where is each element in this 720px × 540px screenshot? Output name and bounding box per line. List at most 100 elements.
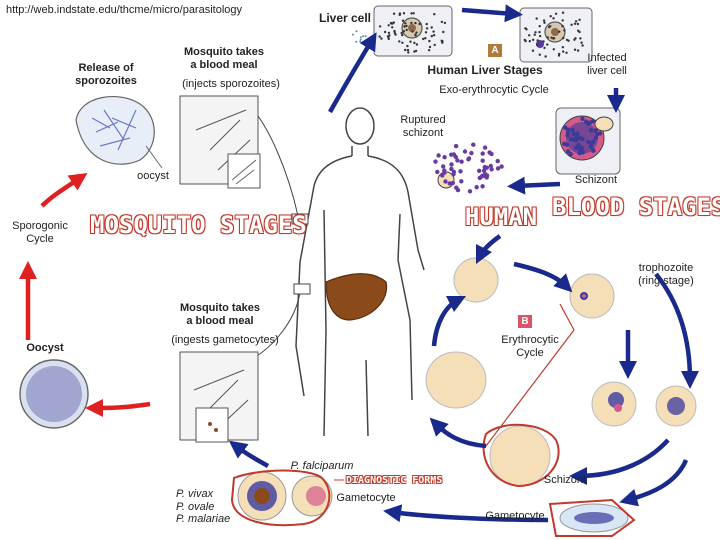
label-diagnostic-forms: DIAGNOSTIC FORMS [346,475,443,486]
label-mosquito-stages: MOSQUITO STAGES [90,211,307,239]
parasite-dot [542,19,546,22]
label-mosquito-meal-top: Mosquito takes a blood meal [183,46,265,71]
parasite-dot [410,21,413,25]
label-mosquito-meal-bottom: Mosquito takes a blood meal [179,302,261,327]
parasite-dot [402,30,405,33]
blood-trophozoite-2 [655,385,697,427]
parasite-dot [401,41,404,44]
parasite-dot [414,33,417,36]
parasite-dot [590,119,596,124]
parasite-dot [401,33,404,37]
label-trophozoite: trophozoite (ring stage) [638,262,694,287]
parasite-dot [563,29,566,32]
parasite-dot [570,127,575,133]
label-ruptured-schizont: Ruptured schizont [400,114,446,139]
parasite-dot [538,30,541,34]
parasite-dot [571,131,576,137]
parasite-dot [574,37,577,40]
parasite-dot [441,41,444,44]
parasite-dot [536,39,539,42]
mosquito-panel-bottom [179,351,259,443]
parasite-dot [568,137,574,142]
parasite-dot [499,164,504,169]
parasite-dot [538,34,542,38]
parasite-dot [554,12,558,15]
parasite-dot [404,48,407,52]
parasite-dot [565,133,570,138]
sporozoite-release-cell [75,96,163,169]
parasite-dot [580,41,583,44]
parasite-dot [398,40,401,43]
label-erythrocytic-cycle: Erythrocytic Cycle [501,334,559,359]
parasite-dot [414,49,418,53]
parasite-dot [424,37,427,40]
parasite-dot [481,168,487,173]
parasite-dot [398,12,402,15]
parasite-dot [561,19,564,22]
parasite-dot [450,180,455,186]
parasite-dot [449,166,454,172]
parasite-dot [433,43,436,47]
blood-rbc-healthy [453,257,499,303]
parasite-dot [471,142,476,147]
label-p-falciparum: P. falciparum [290,460,354,472]
parasite-dot [422,37,425,41]
parasite-dot [495,166,501,171]
parasite-dot [565,51,568,54]
blood-gametocyte-crescent [559,503,629,533]
parasite-dot [480,151,485,156]
parasite-dot [451,172,456,177]
parasite-dot [552,48,555,51]
source-url[interactable]: http://web.indstate.edu/thcme/micro/para… [6,4,243,16]
parasite-dot [433,159,438,164]
parasite-dot [393,29,396,33]
parasite-dot [558,52,561,56]
parasite-dot [484,173,490,178]
parasite-dot [428,45,432,49]
badge-a: A [488,44,502,57]
parasite-dot [546,36,549,39]
parasite-dot [387,37,390,41]
parasite-dot [589,141,594,146]
parasite-dot [453,143,459,149]
parasite-dot [392,12,396,15]
parasite-dot [573,48,577,51]
label-gametocyte-right: Gametocyte [485,510,545,522]
human-liver [325,273,388,321]
parasite-dot [561,46,565,49]
label-schizont-blood: Schizont [543,474,587,486]
parasite-dot [538,25,541,28]
label-blood-stages: BLOOD STAGES [552,193,720,221]
parasite-dot [362,35,365,38]
parasite-dot [454,185,459,190]
parasite-dot [441,164,446,169]
parasite-dot [432,30,435,33]
parasite-dot [391,26,394,29]
parasite-dot [580,116,585,122]
parasite-dot [593,135,599,141]
parasite-dot [449,162,454,167]
parasite-dot [477,168,482,173]
parasite-dot [411,30,414,33]
parasite-dot [410,12,413,15]
parasite-dot [432,34,436,37]
label-gametocyte-left: Gametocyte [336,492,396,504]
parasite-dot [440,173,445,178]
blood-ruptured-rbc [425,351,487,409]
parasite-dot [574,145,579,151]
parasite-dot [524,27,527,30]
parasite-dot [552,37,555,40]
parasite-dot [414,21,417,25]
parasite-dot [576,49,580,52]
parasite-dot [359,36,362,39]
parasite-dot [383,30,387,34]
parasite-dot [528,34,531,37]
parasite-dot [586,121,591,126]
parasite-dot [406,44,409,48]
parasite-dot [488,163,493,169]
parasite-dot [449,152,454,157]
parasite-dot [407,51,410,54]
label-exo-erythrocytic-cycle: Exo-erythrocytic Cycle [439,84,549,96]
